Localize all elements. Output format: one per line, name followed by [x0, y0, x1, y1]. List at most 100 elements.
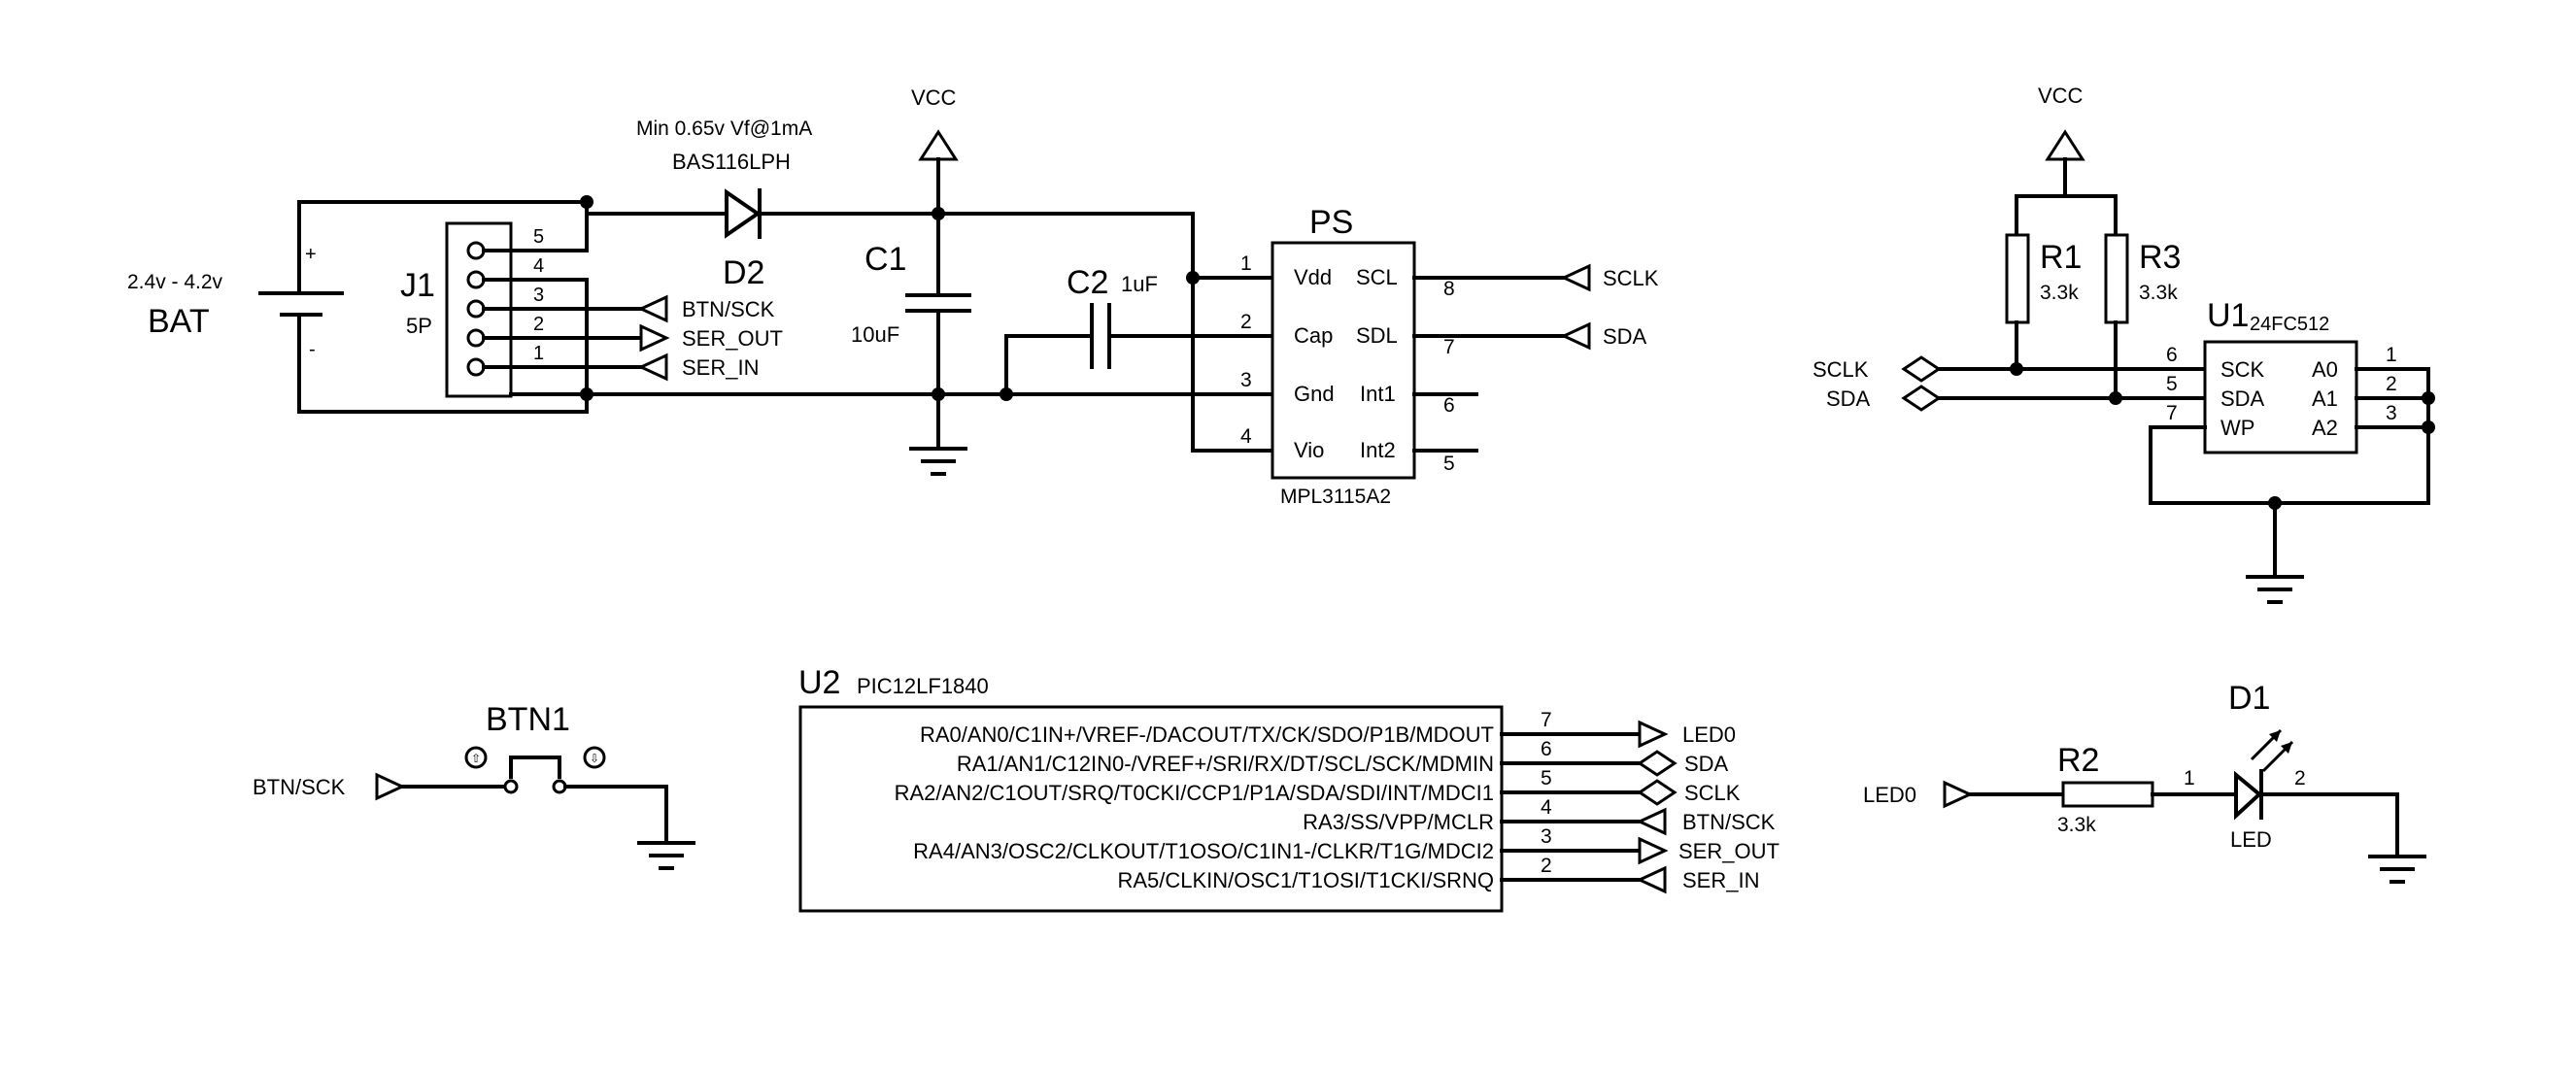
u2-pin-name: RA5/CLKIN/OSC1/T1OSI/T1CKI/SRNQ — [1117, 868, 1494, 892]
j1-pin-num-2: 2 — [533, 314, 544, 335]
u1-pin-name-a0: A0 — [2312, 357, 2338, 382]
u2-pin-name: RA2/AN2/C1OUT/SRQ/T0CKI/CCP1/P1A/SDA/SDI… — [895, 781, 1494, 805]
j1-value-label: 5P — [406, 314, 432, 338]
ps-pin-num-7: 7 — [1443, 336, 1455, 358]
port-ser-in-j1: SER_IN — [637, 353, 759, 382]
battery-range-label: 2.4v - 4.2v — [127, 271, 223, 293]
ps-name-label: PS — [1309, 204, 1353, 241]
ps-pin-name-gnd: Gnd — [1294, 382, 1335, 406]
net-label-sda-u2: SDA — [1684, 752, 1729, 776]
u2-pin-num: 6 — [1541, 738, 1552, 760]
net-label-sclk-u2: SCLK — [1684, 781, 1741, 805]
port-sda-u2: SDA — [1637, 750, 1729, 777]
u1-name-label: U1 — [2207, 297, 2249, 334]
vcc-right-label: VCC — [2038, 84, 2084, 108]
u1-pin-num-6: 6 — [2166, 344, 2178, 366]
u1-pin-name-sda: SDA — [2220, 386, 2265, 411]
u2-pin-num: 7 — [1541, 709, 1552, 731]
c1-value-label: 10uF — [851, 322, 899, 347]
ps-pin-num-8: 8 — [1443, 278, 1455, 300]
c2-name-label: C2 — [1067, 264, 1108, 301]
u2-pin-name: RA3/SS/VPP/MCLR — [1303, 810, 1494, 834]
vcc-right: VCC — [2015, 84, 2118, 198]
port-ser-in-u2: SER_IN — [1636, 865, 1759, 894]
j1-pin1-circle — [466, 357, 486, 377]
r3-value-label: 3.3k — [2139, 282, 2178, 304]
switch-btn1[interactable]: ⇧ ⇩ BTN1 — [464, 701, 668, 845]
u1-pin-name-sck: SCK — [2220, 357, 2265, 382]
ps-pin-name-scl: SCL — [1356, 265, 1398, 289]
r1-value-label: 3.3k — [2040, 282, 2079, 304]
led-d1: D1 LED — [2228, 680, 2399, 852]
ps-pin-name-int1: Int1 — [1360, 382, 1396, 406]
ground-d1 — [2368, 792, 2426, 884]
j1-pin5-circle — [466, 241, 486, 260]
j1-pin-num-3: 3 — [533, 285, 544, 306]
r3-name-label: R3 — [2139, 239, 2181, 276]
resistor-r1: R1 3.3k — [2005, 194, 2082, 376]
u2-pin-num: 5 — [1541, 767, 1552, 789]
ps-pin-num-4: 4 — [1240, 425, 1252, 448]
u2-pin-name: RA1/AN1/C12IN0-/VREF+/SRI/RX/DT/SCL/SCK/… — [957, 752, 1494, 776]
u2-part-label: PIC12LF1840 — [857, 674, 989, 698]
ps-pin-num-3: 3 — [1240, 369, 1252, 391]
r1-name-label: R1 — [2040, 239, 2082, 276]
net-label-btn-sck-u2: BTN/SCK — [1682, 810, 1776, 834]
port-sda-ps: SDA — [1560, 321, 1647, 351]
r2-pin2-num: 2 — [2294, 767, 2306, 789]
btn1-release-icon — [464, 746, 488, 769]
u2-pin-name: RA4/AN3/OSC2/CLKOUT/T1OSO/C1IN1-/CLKR/T1… — [913, 839, 1494, 863]
connector-j1: 5 4 3 2 1 J1 5P — [400, 195, 643, 414]
ic-u1: U1 24FC512 SCK SDA WP A0 A1 A2 6 5 7 1 2… — [2149, 297, 2435, 510]
u2-name-label: U2 — [798, 664, 840, 701]
ps-part-label: MPL3115A2 — [1280, 486, 1391, 508]
ic-ps: PS MPL3115A2 1 2 3 4 Vdd Cap Gnd Vio SCL… — [1186, 204, 1566, 508]
d2-note-label: Min 0.65v Vf@1mA — [636, 118, 812, 140]
r2-name-label: R2 — [2057, 742, 2099, 779]
j1-pin3-circle — [466, 299, 486, 319]
ps-pin-name-int2: Int2 — [1360, 438, 1396, 462]
btn1-press-symbol: ⇩ — [590, 752, 599, 765]
net-label-sda-u1: SDA — [1826, 386, 1871, 411]
port-btn-sck-j1: BTN/SCK — [637, 294, 775, 323]
port-sclk-u1: SCLK — [1813, 355, 2207, 383]
port-sclk-u2: SCLK — [1637, 779, 1741, 806]
ps-pin-name-vio: Vio — [1294, 438, 1324, 462]
net-label-btn-sck-j1: BTN/SCK — [682, 297, 775, 321]
ground-btn1 — [637, 841, 695, 870]
battery-name-label: BAT — [148, 303, 210, 340]
diode-d2: Min 0.65v Vf@1mA BAS116LPH D2 — [585, 118, 1195, 291]
port-btn-sck-btn1: BTN/SCK — [253, 772, 507, 801]
net-label-sclk-u1: SCLK — [1813, 357, 1869, 382]
u1-part-label: 24FC512 — [2250, 314, 2329, 335]
u1-pin-name-a1: A1 — [2312, 386, 2338, 411]
ps-pin-num-5: 5 — [1443, 453, 1455, 475]
net-label-btn-sck-btn1: BTN/SCK — [253, 775, 346, 799]
resistor-r3: R3 3.3k — [2104, 194, 2181, 405]
d1-value-label: LED — [2230, 827, 2272, 852]
port-sclk-ps: SCLK — [1560, 263, 1659, 292]
net-label-ser-out-j1: SER_OUT — [682, 326, 783, 351]
port-ser-out-j1: SER_OUT — [639, 323, 783, 353]
j1-pin-num-4: 4 — [533, 255, 544, 277]
resistor-r2: R2 3.3k 1 2 — [2057, 742, 2306, 836]
ps-pin-num-1: 1 — [1240, 252, 1252, 275]
vcc-left: VCC — [911, 85, 959, 220]
j1-name-label: J1 — [400, 267, 435, 304]
net-label-ser-in-u2: SER_IN — [1682, 868, 1759, 892]
u1-pin-num-3: 3 — [2386, 402, 2397, 424]
ground-u1 — [2246, 501, 2304, 604]
btn1-name-label: BTN1 — [486, 701, 570, 738]
c2-value-label: 1uF — [1121, 272, 1158, 296]
net-label-led0-u2: LED0 — [1682, 722, 1736, 747]
d2-name-label: D2 — [723, 254, 764, 291]
j1-pin2-circle — [466, 328, 486, 348]
u2-pin-num: 4 — [1541, 796, 1552, 819]
ground-c1 — [909, 392, 967, 476]
u2-pin-name: RA0/AN0/C1IN+/VREF-/DACOUT/TX/CK/SDO/P1B… — [920, 722, 1494, 747]
u1-pin-num-2: 2 — [2386, 373, 2397, 395]
port-led0-u2: LED0 — [1638, 720, 1736, 749]
net-label-sda-ps: SDA — [1603, 324, 1647, 349]
battery-minus-label: - — [309, 339, 316, 360]
